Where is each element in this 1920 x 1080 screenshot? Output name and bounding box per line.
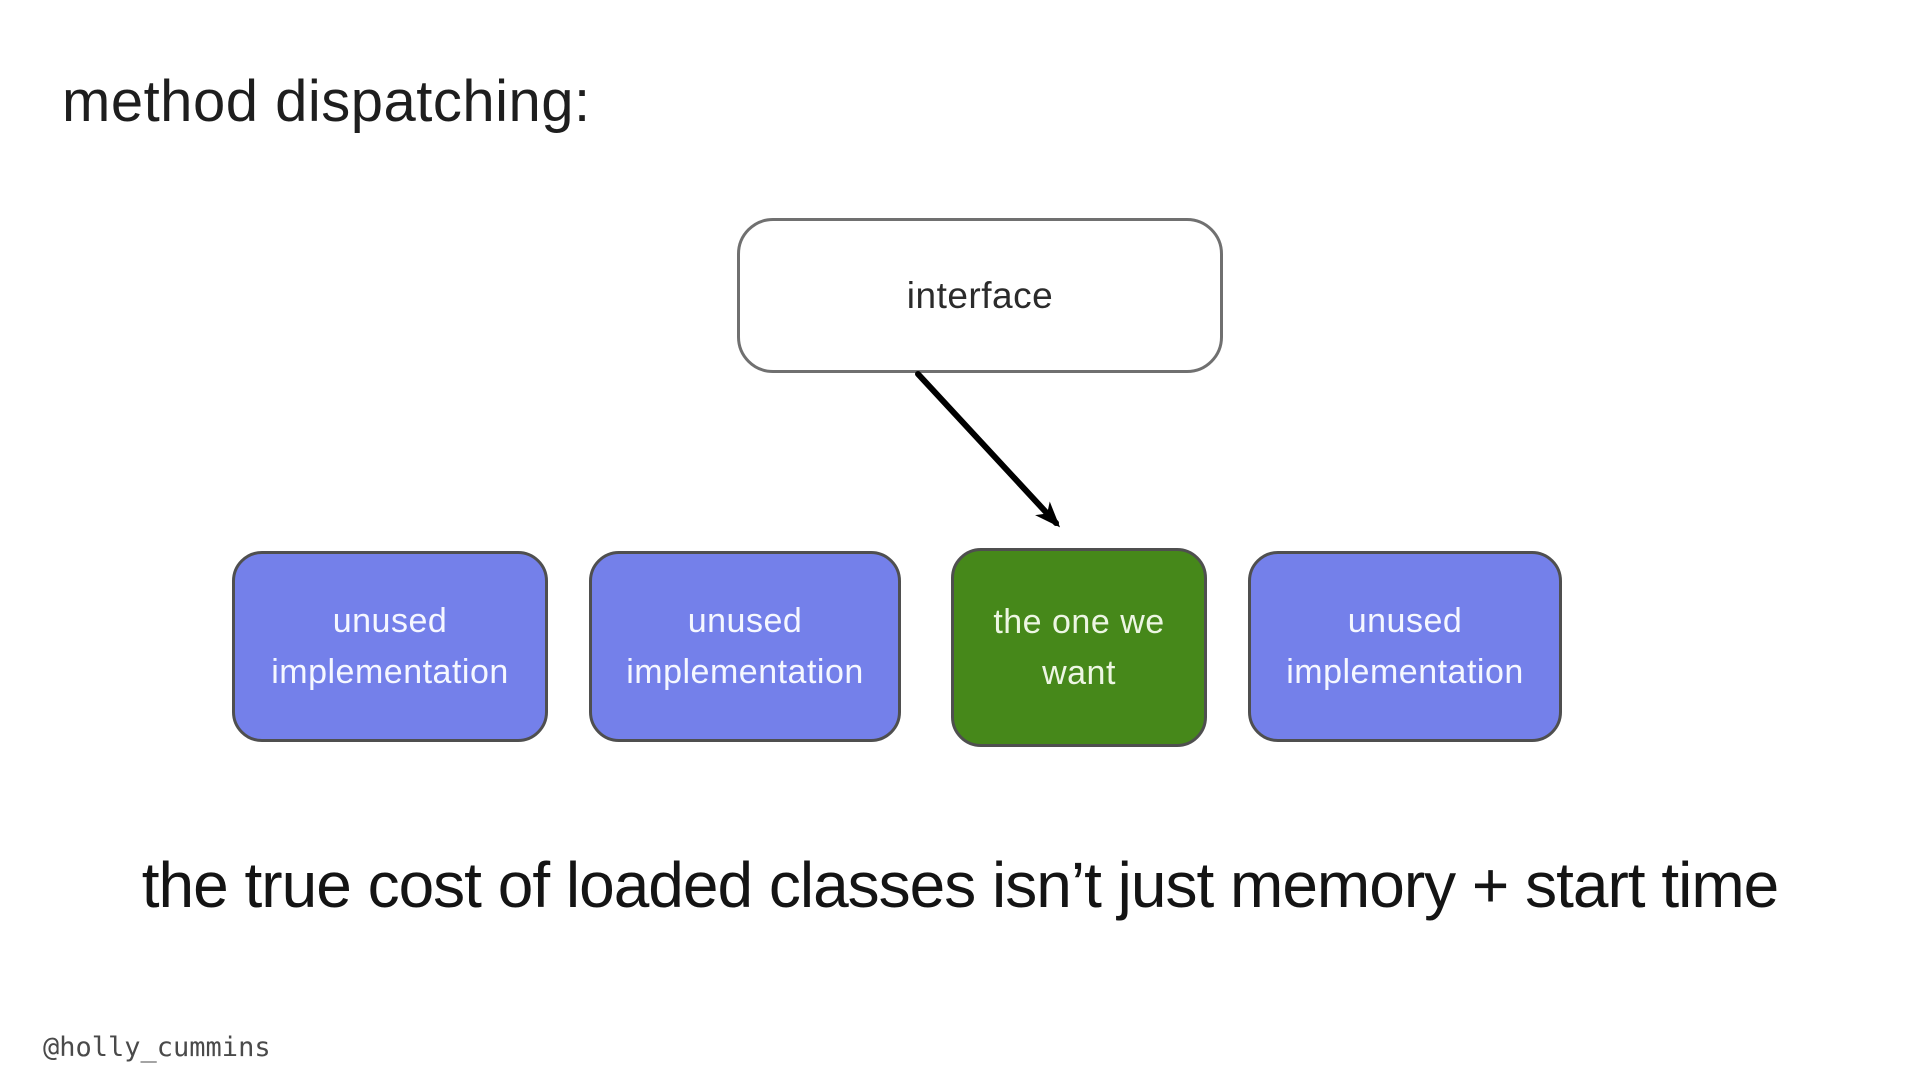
implementation-box-unused-3: unused implementation [1248, 551, 1562, 742]
interface-box-label: interface [906, 274, 1054, 316]
caption: the true cost of loaded classes isn’t ju… [141, 849, 1779, 921]
slide-title: method dispatching: [62, 69, 591, 134]
interface-box: interface [737, 218, 1223, 373]
twitter-handle: @holly_cummins [43, 1032, 271, 1063]
implementation-box-unused-1: unused implementation [232, 551, 548, 742]
implementation-box-label: the one we want [993, 602, 1165, 692]
implementation-box-label: unused implementation [271, 601, 509, 691]
implementation-box-unused-2: unused implementation [589, 551, 901, 742]
implementation-box-label: unused implementation [1286, 601, 1524, 691]
implementation-box-label: unused implementation [626, 601, 864, 691]
implementation-box-selected: the one we want [951, 548, 1207, 747]
